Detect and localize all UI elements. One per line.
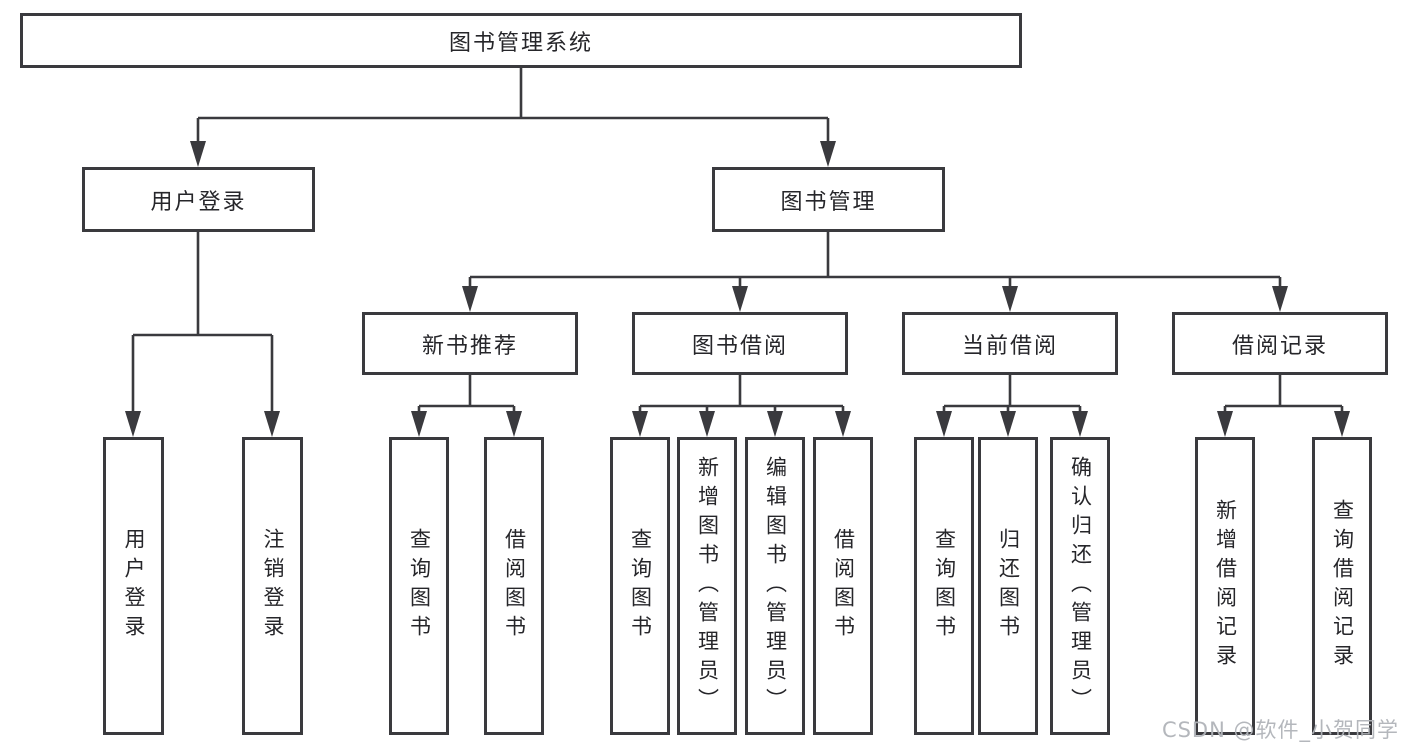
node-label: 当前借阅	[961, 333, 1058, 359]
leaf-label: 查询图书	[407, 528, 432, 644]
leaf-label: 新增图书（管理员）	[695, 455, 720, 717]
node-user-login: 用户登录	[82, 167, 315, 232]
leaf-query-books-current: 查询图书	[914, 437, 974, 735]
node-label: 图书借阅	[691, 333, 788, 359]
node-label: 图书管理系统	[448, 30, 593, 56]
node-book-management: 图书管理	[712, 167, 945, 232]
leaf-label: 查询图书	[932, 528, 957, 644]
node-label: 图书管理	[780, 189, 877, 215]
leaf-borrow-books-newbook: 借阅图书	[484, 437, 544, 735]
leaf-confirm-return-admin: 确认归还（管理员）	[1050, 437, 1110, 735]
leaf-add-borrow-record: 新增借阅记录	[1195, 437, 1255, 735]
leaf-user-login: 用户登录	[103, 437, 164, 735]
leaf-label: 编辑图书（管理员）	[763, 455, 788, 717]
leaf-borrow-books-borrow: 借阅图书	[813, 437, 873, 735]
leaf-label: 借阅图书	[831, 528, 856, 644]
node-label: 借阅记录	[1231, 333, 1328, 359]
leaf-label: 新增借阅记录	[1213, 499, 1238, 673]
node-current-borrowing: 当前借阅	[902, 312, 1118, 375]
node-borrow-records: 借阅记录	[1172, 312, 1388, 375]
csdn-watermark: CSDN @软件_小贺同学	[1161, 718, 1399, 742]
arrowheads	[125, 141, 1350, 437]
leaf-label: 查询图书	[628, 528, 653, 644]
node-new-book-recommend: 新书推荐	[362, 312, 578, 375]
leaf-query-borrow-record: 查询借阅记录	[1312, 437, 1372, 735]
node-book-management-system: 图书管理系统	[20, 13, 1022, 68]
leaf-query-books-borrow: 查询图书	[610, 437, 670, 735]
leaf-query-books-newbook: 查询图书	[389, 437, 449, 735]
leaf-edit-books-admin: 编辑图书（管理员）	[745, 437, 805, 735]
leaf-label: 归还图书	[996, 528, 1021, 644]
leaf-label: 查询借阅记录	[1330, 499, 1355, 673]
node-label: 新书推荐	[421, 333, 518, 359]
leaf-label: 确认归还（管理员）	[1068, 455, 1093, 717]
leaf-label: 注销登录	[261, 528, 285, 644]
node-book-borrowing: 图书借阅	[632, 312, 848, 375]
leaf-add-books-admin: 新增图书（管理员）	[677, 437, 737, 735]
leaf-label: 用户登录	[122, 528, 146, 644]
leaf-label: 借阅图书	[502, 528, 527, 644]
leaf-logout: 注销登录	[242, 437, 303, 735]
leaf-return-books: 归还图书	[978, 437, 1038, 735]
node-label: 用户登录	[150, 189, 247, 215]
